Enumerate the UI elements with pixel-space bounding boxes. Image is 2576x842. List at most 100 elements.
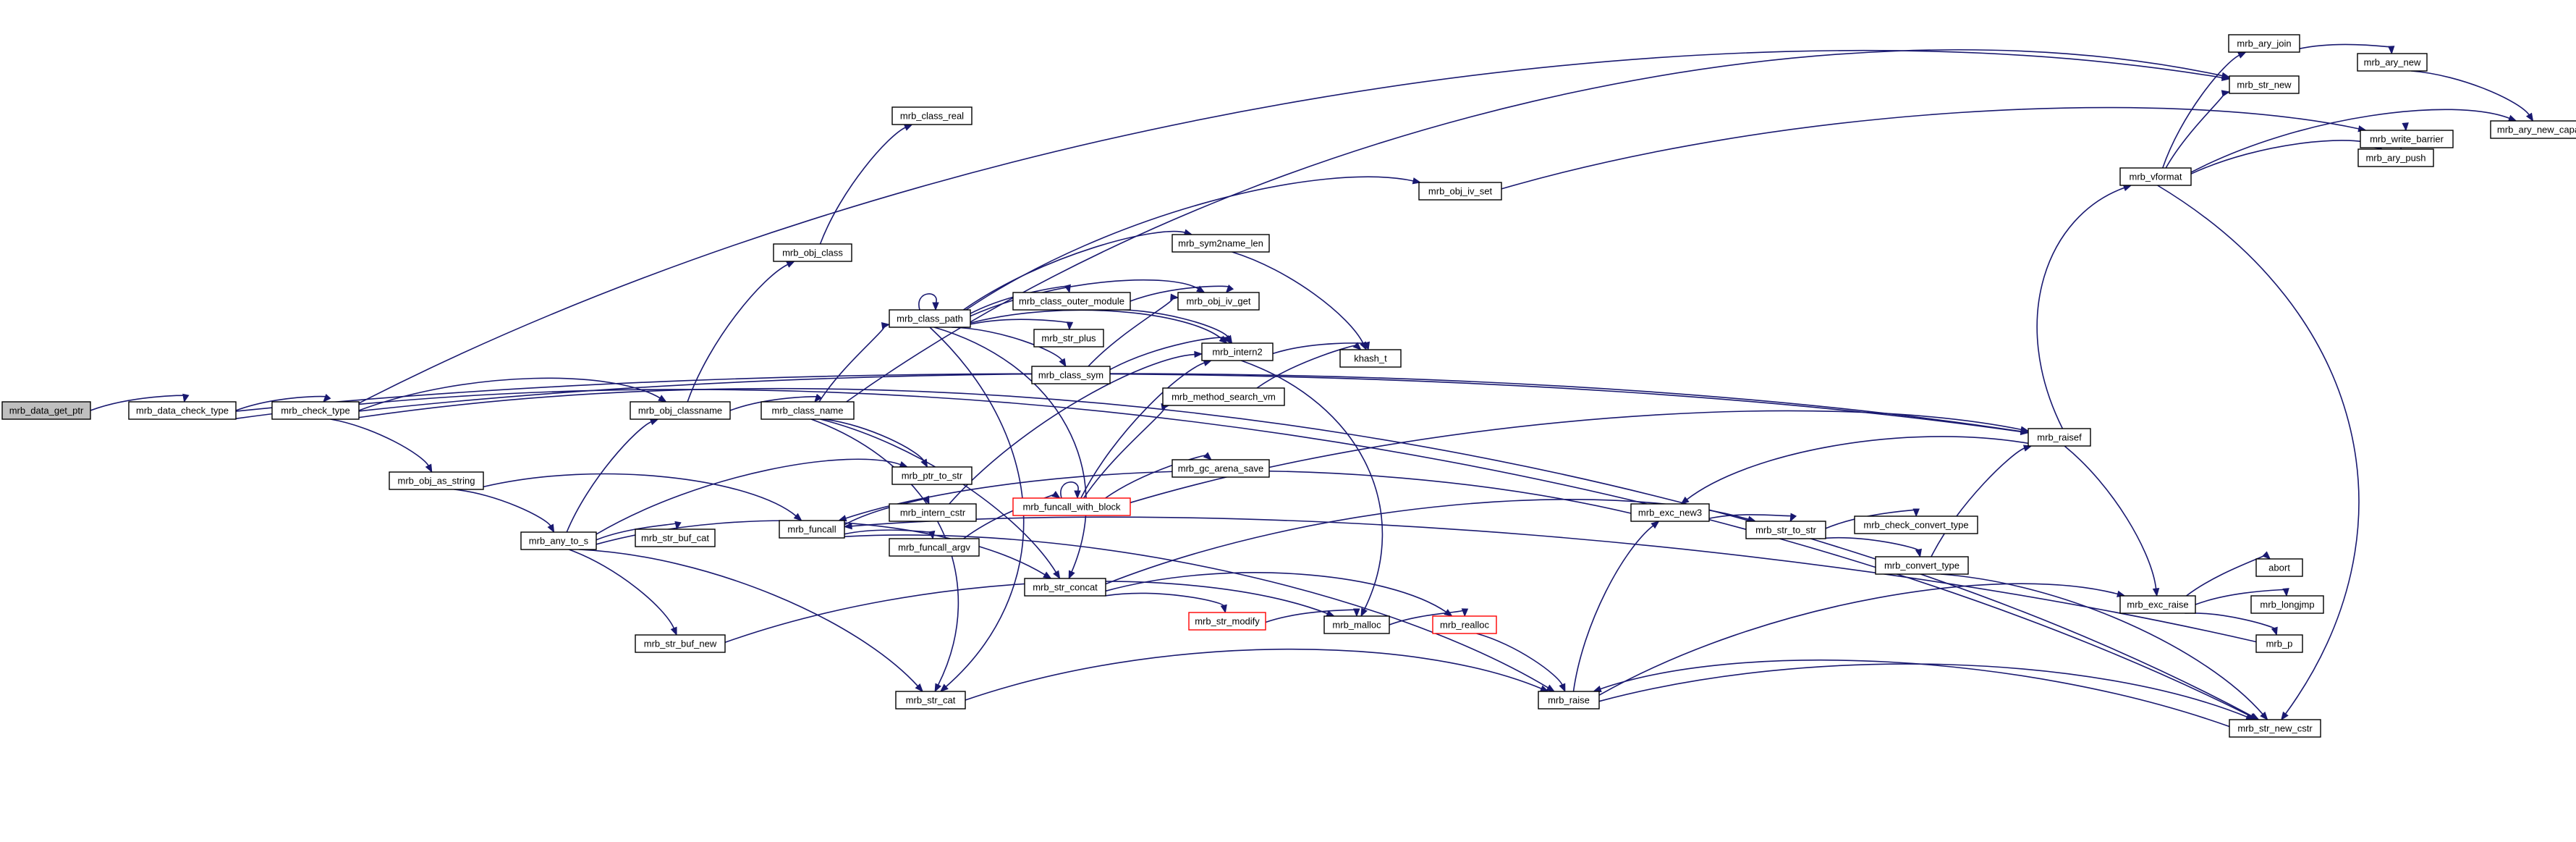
node-box [2229,75,2300,94]
node-mrb-gc-arena-save[interactable]: mrb_gc_arena_save [1172,459,1270,478]
node-mrb-class-outer-module[interactable]: mrb_class_outer_module [1012,292,1131,311]
node-khash-t[interactable]: khash_t [1339,349,1402,368]
node-mrb-ary-new-capa[interactable]: mrb_ary_new_capa [2490,120,2576,139]
edge-mrb-str-concat-to-mrb-str-modify [1105,592,1227,614]
edge-arrowhead [1353,608,1360,618]
edge-line [2185,612,2276,630]
edge-mrb-class-name-to-mrb-class-path [818,322,891,403]
edge-arrowhead [793,513,802,521]
node-mrb-class-path[interactable]: mrb_class_path [889,309,971,328]
node-mrb-class-sym[interactable]: mrb_class_sym [1031,366,1111,384]
edge-mrb-data-check-type-to-mrb-raisef [235,373,2030,436]
node-box [2119,167,2192,186]
edge-line [1130,410,2022,504]
edge-mrb-raise-to-mrb-str-new-cstr [1598,663,2255,720]
node-mrb-str-buf-cat[interactable]: mrb_str_buf_cat [635,529,716,547]
node-label: mrb_class_name [772,405,844,416]
edge-arrowhead [674,521,682,531]
node-mrb-check-convert-type[interactable]: mrb_check_convert_type [1854,515,1978,534]
edge-line [819,126,907,245]
node-abort[interactable]: abort [2255,558,2303,577]
edge-mrb-check-type-to-mrb-obj-as-string [330,418,433,473]
edge-arrowhead [2260,711,2268,721]
node-mrb-raisef[interactable]: mrb_raisef [2028,428,2091,447]
node-mrb-exc-raise[interactable]: mrb_exc_raise [2119,595,2196,614]
node-mrb-class-real[interactable]: mrb_class_real [891,106,973,125]
node-mrb-obj-iv-get[interactable]: mrb_obj_iv_get [1177,292,1260,311]
node-mrb-intern-cstr[interactable]: mrb_intern_cstr [889,503,977,522]
node-label: mrb_write_barrier [2370,134,2444,145]
edge-mrb-obj-as-string-to-mrb-any-to-s [454,489,555,534]
edge-mrb-str-to-str-to-mrb-check-convert-type [1825,508,1920,529]
node-mrb-longjmp[interactable]: mrb_longjmp [2250,595,2324,614]
node-mrb-intern2[interactable]: mrb_intern2 [1201,342,1274,361]
node-mrb-data-get-ptr[interactable]: mrb_data_get_ptr [1,401,91,420]
node-mrb-str-concat[interactable]: mrb_str_concat [1024,578,1106,597]
edge-line [951,327,1063,361]
node-mrb-str-to-str[interactable]: mrb_str_to_str [1745,521,1826,539]
node-mrb-str-plus[interactable]: mrb_str_plus [1033,329,1104,348]
edge-arrowhead [1203,452,1212,460]
node-box [635,634,726,653]
node-box [779,520,845,539]
edge-mrb-str-concat-to-mrb-realloc [1105,572,1453,617]
edge-mrb-any-to-s-to-mrb-str-cat [578,549,924,692]
node-mrb-funcall-argv[interactable]: mrb_funcall_argv [889,538,980,557]
node-mrb-realloc[interactable]: mrb_realloc [1432,615,1497,634]
node-mrb-ary-new[interactable]: mrb_ary_new [2357,53,2428,72]
node-label: abort [2268,563,2290,573]
node-mrb-ary-join[interactable]: mrb_ary_join [2228,34,2300,53]
node-mrb-funcall[interactable]: mrb_funcall [779,520,845,539]
edge-line [1105,455,1207,499]
node-label: mrb_data_check_type [136,405,229,416]
edge-mrb-any-to-s-to-mrb-str-buf-new [568,549,677,636]
node-mrb-data-check-type[interactable]: mrb_data_check_type [128,401,237,420]
node-mrb-sym2name-len[interactable]: mrb_sym2name_len [1172,234,1270,253]
node-mrb-write-barrier[interactable]: mrb_write_barrier [2360,130,2454,148]
edge-mrb-intern2-to-mrb-malloc [1241,360,1384,618]
node-mrb-ary-push[interactable]: mrb_ary_push [2357,148,2434,167]
node-mrb-p[interactable]: mrb_p [2255,634,2303,653]
node-mrb-obj-class[interactable]: mrb_obj_class [773,243,852,262]
edge-arrowhead [1363,341,1370,351]
node-box [1162,387,1285,406]
node-mrb-raise[interactable]: mrb_raise [1538,691,1600,710]
edge-arrowhead [1170,293,1179,300]
node-mrb-str-new-cstr[interactable]: mrb_str_new_cstr [2229,719,2321,738]
edge-line [1931,447,2025,557]
node-mrb-malloc[interactable]: mrb_malloc [1323,615,1390,634]
edge-mrb-intern2-to-khash-t [1272,341,1370,355]
node-mrb-class-name[interactable]: mrb_class_name [760,401,855,420]
node-mrb-vformat[interactable]: mrb_vformat [2119,167,2192,186]
node-mrb-obj-iv-set[interactable]: mrb_obj_iv_set [1418,182,1502,201]
edge-arrowhead [1352,342,1362,350]
node-mrb-obj-classname[interactable]: mrb_obj_classname [630,401,731,420]
node-label: mrb_any_to_s [529,536,589,547]
edge-line [1232,251,1364,345]
edge-arrowhead [934,683,941,693]
node-box [2119,595,2196,614]
edge-mrb-ary-join-to-mrb-ary-new [2299,43,2395,55]
node-mrb-str-buf-new[interactable]: mrb_str_buf_new [635,634,726,653]
edge-mrb-obj-iv-set-to-mrb-write-barrier [1501,106,2367,190]
node-mrb-obj-as-string[interactable]: mrb_obj_as_string [389,471,484,490]
node-mrb-funcall-with-block[interactable]: mrb_funcall_with_block [1012,497,1131,516]
node-box [630,401,731,420]
edge-arrowhead [1194,350,1203,358]
node-mrb-str-modify[interactable]: mrb_str_modify [1188,612,1266,631]
node-mrb-exc-new3[interactable]: mrb_exc_new3 [1630,503,1710,522]
node-mrb-convert-type[interactable]: mrb_convert_type [1875,556,1969,575]
node-box [271,401,360,420]
edge-mrb-class-path-to-mrb-obj-iv-set [965,176,1422,311]
node-label: mrb_sym2name_len [1178,238,1263,249]
edge-line [1599,659,2230,728]
node-mrb-method-search-vm[interactable]: mrb_method_search_vm [1162,387,1285,406]
node-mrb-check-type[interactable]: mrb_check_type [271,401,360,420]
node-mrb-any-to-s[interactable]: mrb_any_to_s [520,531,597,550]
node-mrb-str-new[interactable]: mrb_str_new [2229,75,2300,94]
edge-mrb-raisef-to-mrb-vformat [2036,185,2132,429]
node-mrb-str-cat[interactable]: mrb_str_cat [895,691,966,710]
edge-mrb-check-type-to-mrb-obj-classname [358,377,667,411]
node-mrb-ptr-to-str[interactable]: mrb_ptr_to_str [891,466,973,485]
